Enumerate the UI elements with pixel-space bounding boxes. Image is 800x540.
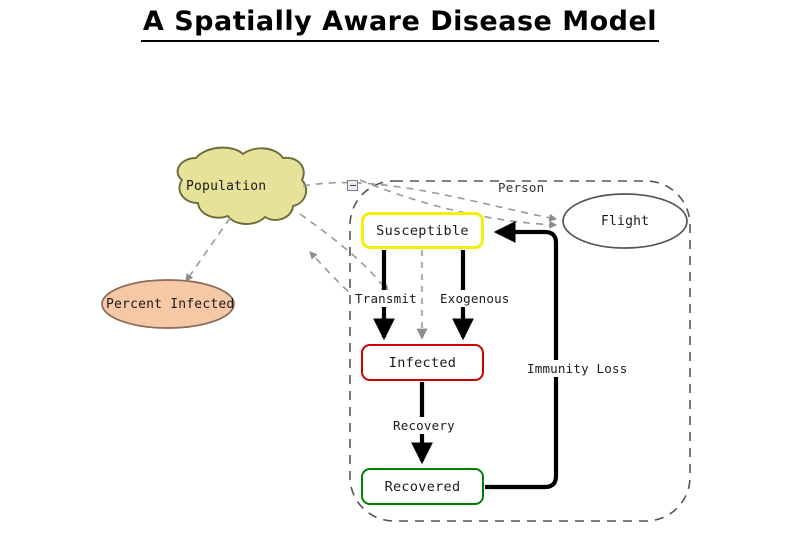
node-population-label: Population	[186, 179, 267, 194]
node-infected[interactable]: Infected	[361, 344, 484, 381]
edge-infected-population[interactable]	[309, 251, 359, 301]
node-infected-label: Infected	[388, 354, 457, 371]
minus-glyph	[349, 184, 356, 187]
node-susceptible-label: Susceptible	[376, 222, 469, 239]
person-container[interactable]	[349, 180, 691, 522]
node-percent-infected-label: Percent Infected	[106, 297, 235, 312]
edge-immunity-loss[interactable]	[485, 221, 559, 490]
page-title: A Spatially Aware Disease Model	[0, 6, 800, 42]
edge-label-exogenous: Exogenous	[437, 290, 513, 307]
edge-label-transmit: Transmit	[352, 290, 420, 307]
node-recovered[interactable]: Recovered	[361, 468, 484, 505]
node-susceptible[interactable]: Susceptible	[361, 212, 484, 249]
node-recovered-label: Recovered	[384, 478, 461, 495]
flight-ellipse-shape[interactable]	[562, 193, 688, 249]
percent-infected-ellipse-shape[interactable]	[101, 279, 235, 329]
edge-population-flight[interactable]	[302, 181, 558, 222]
edge-label-immunity-loss: Immunity Loss	[524, 360, 631, 377]
person-container-label: Person	[498, 180, 545, 195]
node-flight-label: Flight	[601, 214, 650, 229]
page-title-text: A Spatially Aware Disease Model	[140, 6, 660, 42]
population-cloud-shape[interactable]	[176, 146, 308, 225]
edge-population-percent-infected[interactable]	[185, 217, 231, 282]
edge-label-recovery: Recovery	[390, 417, 458, 434]
minus-box-icon[interactable]	[347, 180, 358, 191]
